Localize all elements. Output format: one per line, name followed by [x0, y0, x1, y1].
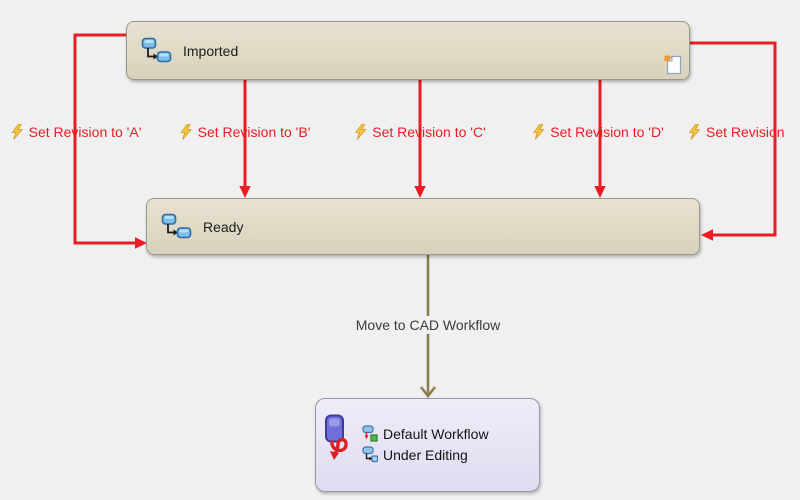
transition-label-set-revision-e[interactable]: Set Revision	[688, 124, 785, 140]
default-workflow-icon	[362, 425, 378, 442]
document-badge-icon[interactable]	[664, 55, 683, 75]
transition-label-move-to-cad-workflow[interactable]: Move to CAD Workflow	[351, 316, 505, 334]
lightning-icon	[532, 124, 545, 140]
state-icon	[141, 37, 172, 63]
lightning-icon	[11, 124, 23, 140]
lightning-icon	[354, 124, 367, 140]
workflow-row-under-editing: Under Editing	[362, 444, 489, 465]
under-editing-mini-icon	[362, 446, 378, 463]
workflow-under-editing-icon	[325, 414, 348, 460]
transition-label-set-revision-c[interactable]: Set Revision to 'C'	[354, 124, 486, 140]
connector-set-revision-b[interactable]	[239, 78, 251, 198]
transition-label-set-revision-a[interactable]: Set Revision to 'A'	[11, 124, 141, 140]
connector-set-revision-a[interactable]	[73, 33, 147, 249]
workflow-node-default-workflow[interactable]: Default Workflow Under Editing	[315, 398, 540, 492]
lightning-icon	[180, 124, 192, 140]
state-icon	[161, 213, 192, 239]
connector-set-revision-e[interactable]	[689, 41, 777, 241]
workflow-row-default-workflow: Default Workflow	[362, 423, 489, 444]
workflow-node-status: Under Editing	[383, 446, 468, 463]
state-node-ready[interactable]: Ready	[146, 198, 700, 255]
transition-label-set-revision-d[interactable]: Set Revision to 'D'	[532, 124, 664, 140]
connector-set-revision-c[interactable]	[414, 78, 426, 198]
state-label-ready: Ready	[203, 218, 244, 235]
state-label-imported: Imported	[183, 42, 239, 59]
state-node-imported[interactable]: Imported	[126, 21, 690, 80]
connector-set-revision-d[interactable]	[594, 78, 606, 198]
lightning-icon	[688, 124, 701, 140]
transition-label-set-revision-b[interactable]: Set Revision to 'B'	[180, 124, 310, 140]
workflow-node-title: Default Workflow	[383, 425, 489, 442]
